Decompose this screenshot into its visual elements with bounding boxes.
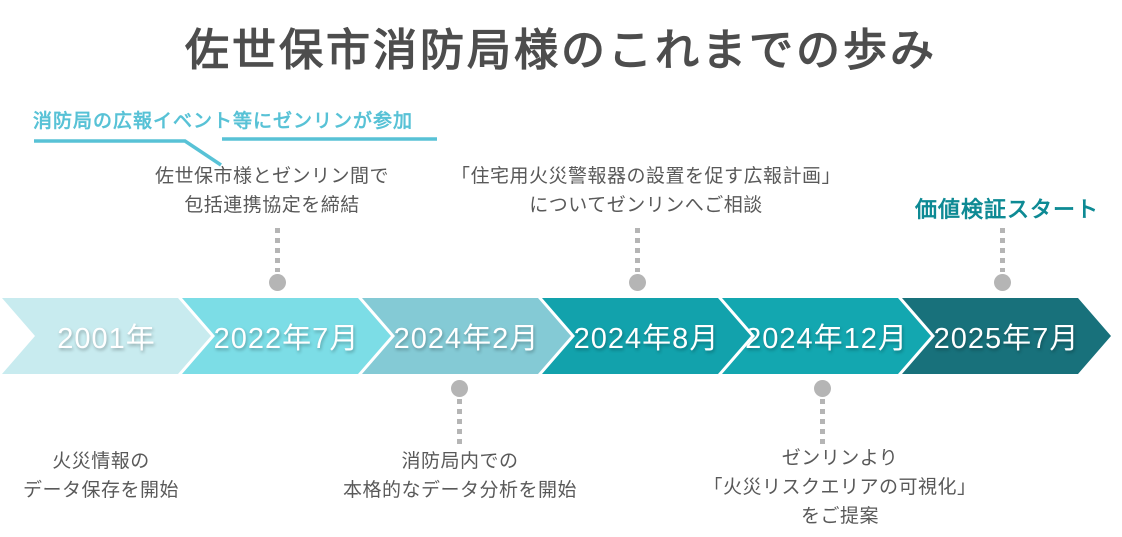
dotted-line: [820, 399, 825, 444]
connector-dot: [451, 380, 468, 397]
annotation-2024-08: 「住宅用火災警報器の設置を促す広報計画」 についてゼンリンへご相談: [426, 162, 866, 220]
annotation-2024-02: 消防局内での 本格的なデータ分析を開始: [310, 447, 610, 505]
dotted-line: [275, 228, 280, 272]
annotation-2024-12: ゼンリンより 「火災リスクエリアの可視化」 をご提案: [670, 444, 1010, 531]
timeline-segment-label: 2024年8月: [573, 323, 720, 355]
annotation-line: 「住宅用火災警報器の設置を促す広報計画」: [450, 166, 841, 187]
annotation-line: 佐世保市様とゼンリン間で: [154, 166, 389, 187]
timeline-segment-label: 2022年7月: [213, 323, 360, 355]
annotation-line: 包括連携協定を締結: [184, 195, 360, 216]
annotation-line: ゼンリンより: [781, 448, 899, 469]
timeline-segment-label: 2025年7月: [933, 323, 1080, 355]
annotation-line: 火災情報の: [52, 451, 150, 472]
annotation-2001: 火災情報の データ保存を開始: [0, 447, 202, 505]
timeline-segment-4: 2024年8月: [542, 298, 751, 374]
callout-underline-pointer: [34, 137, 437, 167]
timeline-segment-label: 2024年2月: [393, 323, 540, 355]
annotation-line: データ保存を開始: [22, 480, 179, 501]
annotation-line: 本格的なデータ分析を開始: [342, 480, 577, 501]
timeline-segment-label: 2001年: [57, 323, 156, 355]
connector-top-2024-08: [629, 228, 646, 291]
timeline-track: 2001年 2022年7月 2024年2月 2024年8月 2024年12月 2025年7…: [0, 298, 1122, 374]
connector-dot: [994, 274, 1011, 291]
page-title: 佐世保市消防局様のこれまでの歩み: [185, 26, 937, 75]
connector-dot: [269, 274, 286, 291]
dotted-line: [457, 399, 462, 444]
connector-dot: [814, 380, 831, 397]
callout-label: 消防局の広報イベント等にゼンリンが参加: [33, 111, 414, 132]
annotation-line: 消防局内での: [401, 451, 519, 472]
annotation-2022-07: 佐世保市様とゼンリン間で 包括連携協定を締結: [122, 162, 422, 220]
timeline-segment-6: 2025年7月: [902, 298, 1111, 374]
connector-top-2022-07: [269, 228, 286, 291]
timeline-segment-1: 2001年: [2, 298, 211, 374]
timeline-segment-5: 2024年12月: [722, 298, 931, 374]
annotation-line: 「火災リスクエリアの可視化」: [703, 477, 977, 498]
dotted-line: [635, 228, 640, 272]
timeline-segment-3: 2024年2月: [362, 298, 571, 374]
start-label: 価値検証スタート: [914, 197, 1099, 222]
connector-dot: [629, 274, 646, 291]
annotation-line: についてゼンリンへご相談: [529, 195, 763, 216]
connector-bottom-2024-12: [814, 380, 831, 444]
dotted-line: [1000, 228, 1005, 272]
connector-top-2025-07: [994, 228, 1011, 291]
annotation-line: をご提案: [800, 506, 879, 527]
timeline-segment-label: 2024年12月: [745, 323, 908, 355]
connector-bottom-2024-02: [451, 380, 468, 444]
timeline-segment-2: 2022年7月: [182, 298, 391, 374]
